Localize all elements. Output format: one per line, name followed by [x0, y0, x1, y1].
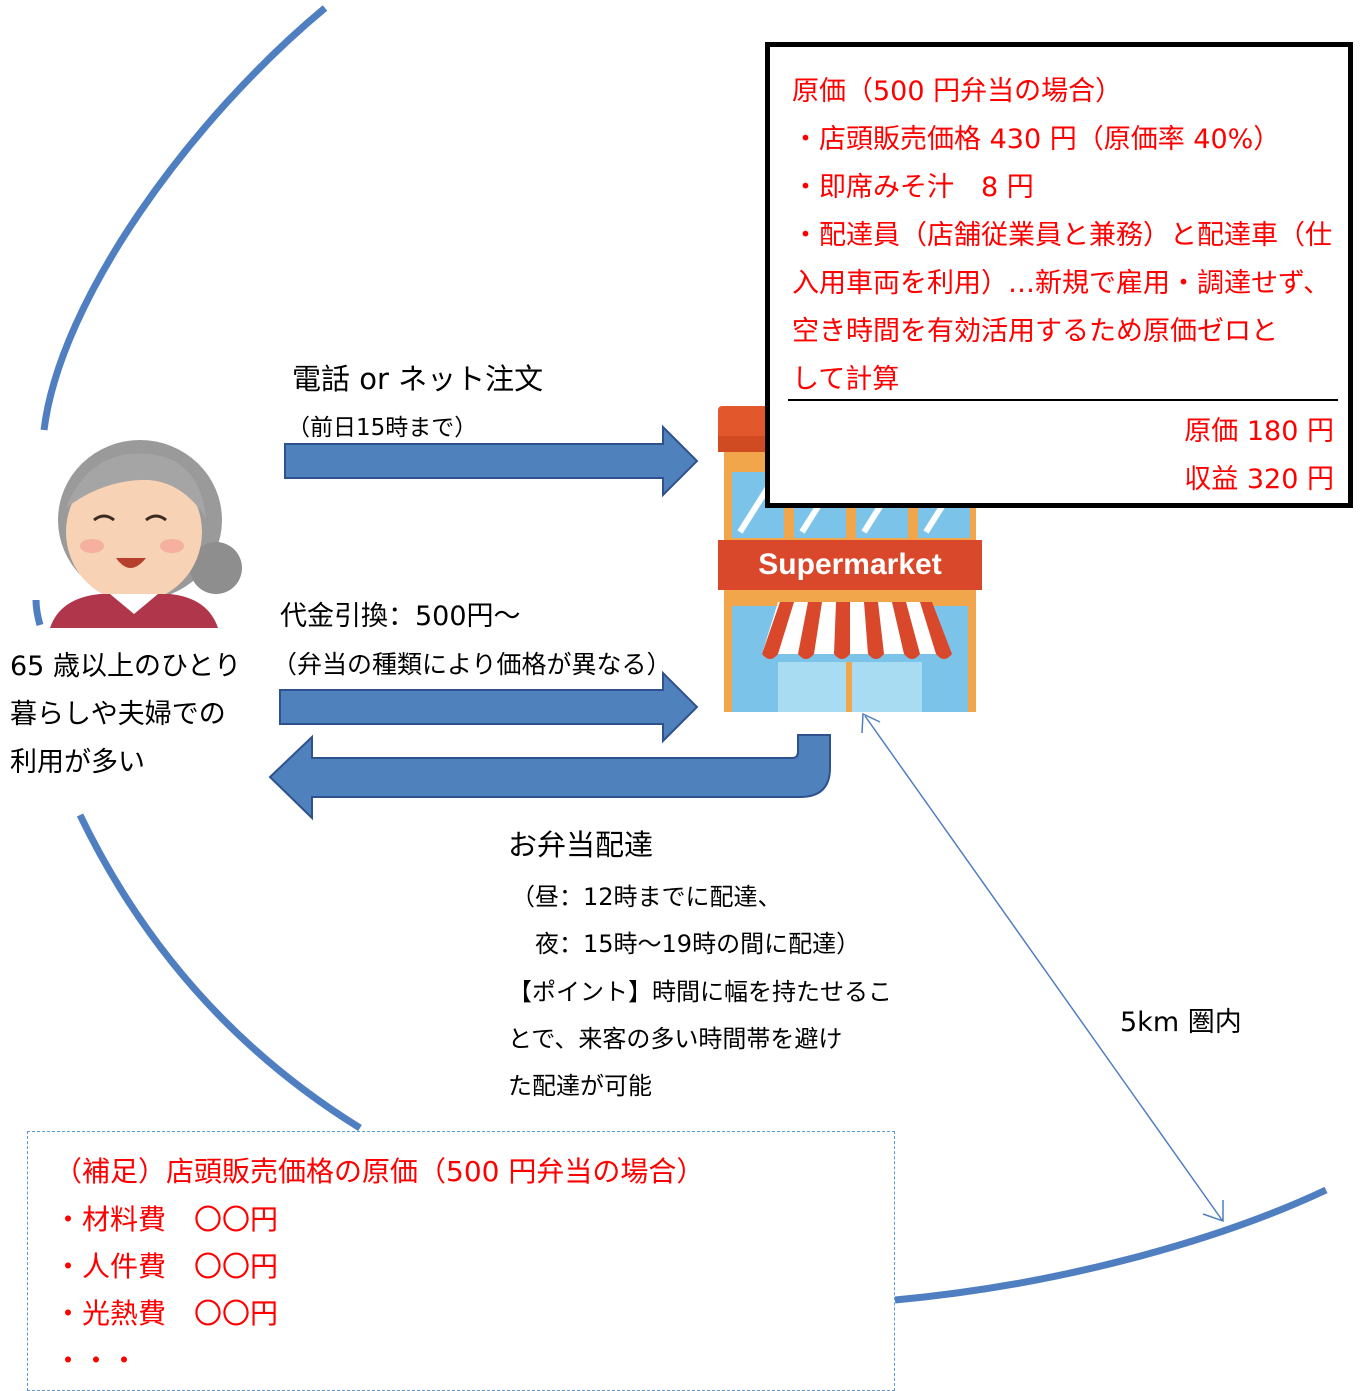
delivery-point-2: とで、来客の多い時間帯を避け	[508, 1025, 843, 1053]
supplement-item-2: ・人件費 〇〇円	[54, 1250, 279, 1283]
cost-total: 原価 180 円	[1184, 416, 1334, 447]
delivery-point-1: 【ポイント】時間に幅を持たせるこ	[508, 978, 892, 1006]
order-title: 電話 or ネット注文	[292, 362, 544, 396]
customer-line-2: 暮らしや夫婦での	[10, 699, 226, 730]
range-arrowhead-bottom	[1202, 1200, 1224, 1223]
cost-item-2: ・即席みそ汁 8 円	[792, 172, 1034, 203]
range-label: 5km 圏内	[1120, 1007, 1242, 1038]
range-circle-arc-bottom	[76, 813, 362, 1131]
delivery-title: お弁当配達	[508, 828, 654, 862]
cost-title: 原価（500 円弁当の場合）	[792, 76, 1123, 107]
range-circle-arc-top	[40, 5, 328, 431]
cost-breakdown-box: 原価（500 円弁当の場合） ・店頭販売価格 430 円（原価率 40%） ・即…	[765, 42, 1353, 508]
cost-item-5: 空き時間を有効活用するため原価ゼロと	[792, 316, 1278, 347]
supplement-box: （補足）店頭販売価格の原価（500 円弁当の場合） ・材料費 〇〇円 ・人件費 …	[27, 1131, 895, 1391]
cost-divider	[788, 399, 1338, 401]
cost-item-1: ・店頭販売価格 430 円（原価率 40%）	[792, 124, 1281, 155]
supplement-item-3: ・光熱費 〇〇円	[54, 1297, 279, 1330]
supplement-title: （補足）店頭販売価格の原価（500 円弁当の場合）	[54, 1155, 705, 1188]
payment-arrow	[279, 670, 699, 744]
supplement-item-4: ・・・	[54, 1344, 139, 1377]
cost-item-6: して計算	[792, 364, 900, 395]
customer-line-1: 65 歳以上のひとり	[10, 651, 242, 682]
range-line	[864, 715, 1223, 1221]
delivery-line-1: （昼：12時までに配達、	[511, 883, 782, 911]
cost-item-4: 入用車両を利用）…新規で雇用・調達せず、	[792, 268, 1331, 299]
store-sign-text: Supermarket	[758, 548, 941, 581]
profit-total: 収益 320 円	[1184, 464, 1334, 495]
elderly-customer-illustration	[30, 428, 250, 628]
delivery-point-3: た配達が可能	[508, 1072, 652, 1100]
delivery-line-2: 夜：15時～19時の間に配達）	[511, 930, 861, 958]
customer-line-3: 利用が多い	[10, 747, 145, 778]
order-arrow	[284, 424, 699, 498]
cost-item-3: ・配達員（店舗従業員と兼務）と配達車（仕	[792, 220, 1332, 251]
range-circle-arc-left	[32, 599, 44, 626]
range-arrowhead-top	[861, 712, 881, 734]
order-note: （前日15時まで）	[287, 415, 478, 441]
payment-note: （弁当の種類により価格が異なる）	[272, 650, 672, 679]
supplement-item-1: ・材料費 〇〇円	[54, 1203, 279, 1236]
range-circle-arc-right	[894, 1186, 1328, 1304]
payment-title: 代金引換：500円～	[280, 601, 521, 632]
delivery-arrow	[268, 734, 831, 821]
